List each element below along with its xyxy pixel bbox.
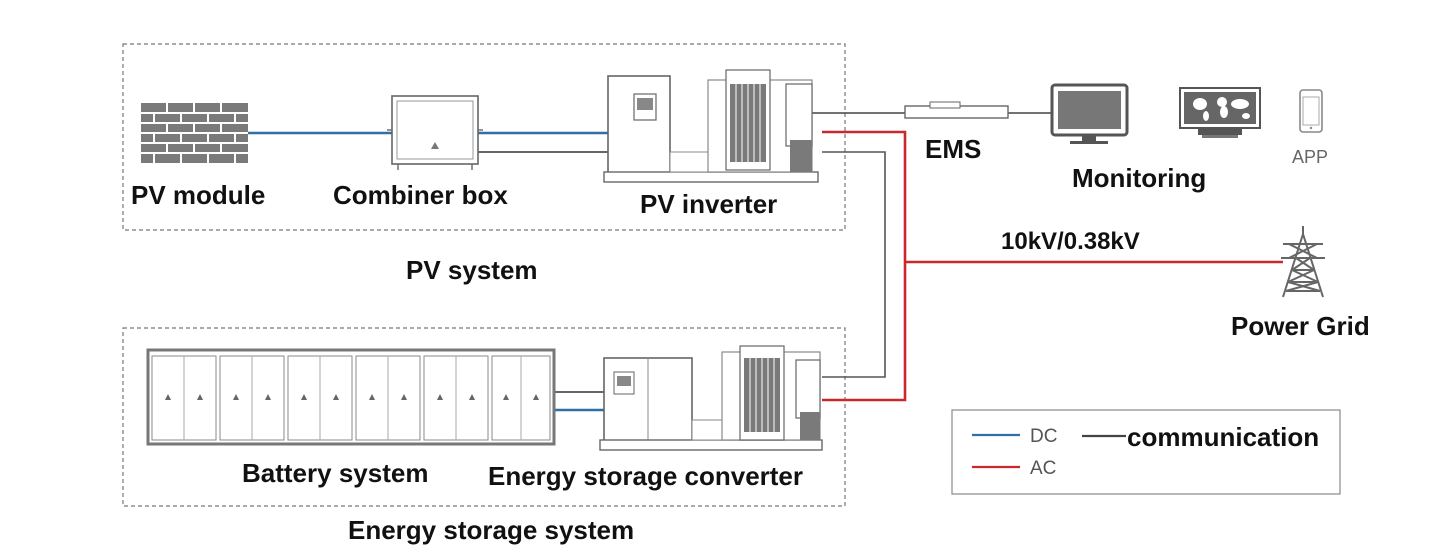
world-map-screen-icon — [1179, 87, 1261, 138]
battery-rack-icon — [146, 348, 556, 446]
label-pv-module: PV module — [131, 180, 266, 210]
label-ems: EMS — [925, 134, 982, 164]
label-app: APP — [1292, 147, 1329, 167]
legend-communication-label: communication — [1127, 422, 1320, 452]
power-grid-tower-icon — [1281, 226, 1325, 298]
label-power-grid: Power Grid — [1231, 311, 1370, 341]
pv-module-icon — [141, 103, 248, 163]
label-energy-storage-system: Energy storage system — [348, 515, 635, 545]
monitor-icon — [1050, 83, 1129, 144]
energy-storage-system-group — [122, 327, 846, 507]
ac-line-inverter — [822, 130, 907, 402]
phone-icon — [1299, 89, 1323, 133]
label-pv-inverter: PV inverter — [640, 189, 778, 219]
combiner-box-icon — [387, 95, 483, 170]
label-energy-storage-converter: Energy storage converter — [488, 461, 804, 491]
label-combiner-box: Combiner box — [333, 180, 508, 210]
energy-storage-converter-icon — [599, 345, 823, 451]
ems-device-icon — [904, 101, 1009, 119]
pv-system-group — [122, 43, 846, 231]
legend-ac-label: AC — [1030, 458, 1057, 479]
label-voltage: 10kV/0.38kV — [1001, 228, 1140, 255]
label-monitoring: Monitoring — [1072, 163, 1207, 193]
pv-inverter-icon — [603, 69, 819, 183]
label-battery-system: Battery system — [242, 458, 429, 488]
legend-box — [951, 409, 1341, 495]
label-pv-system: PV system — [406, 255, 538, 285]
comm-line-inverter-converter — [822, 151, 886, 378]
legend-dc-label: DC — [1030, 426, 1058, 447]
